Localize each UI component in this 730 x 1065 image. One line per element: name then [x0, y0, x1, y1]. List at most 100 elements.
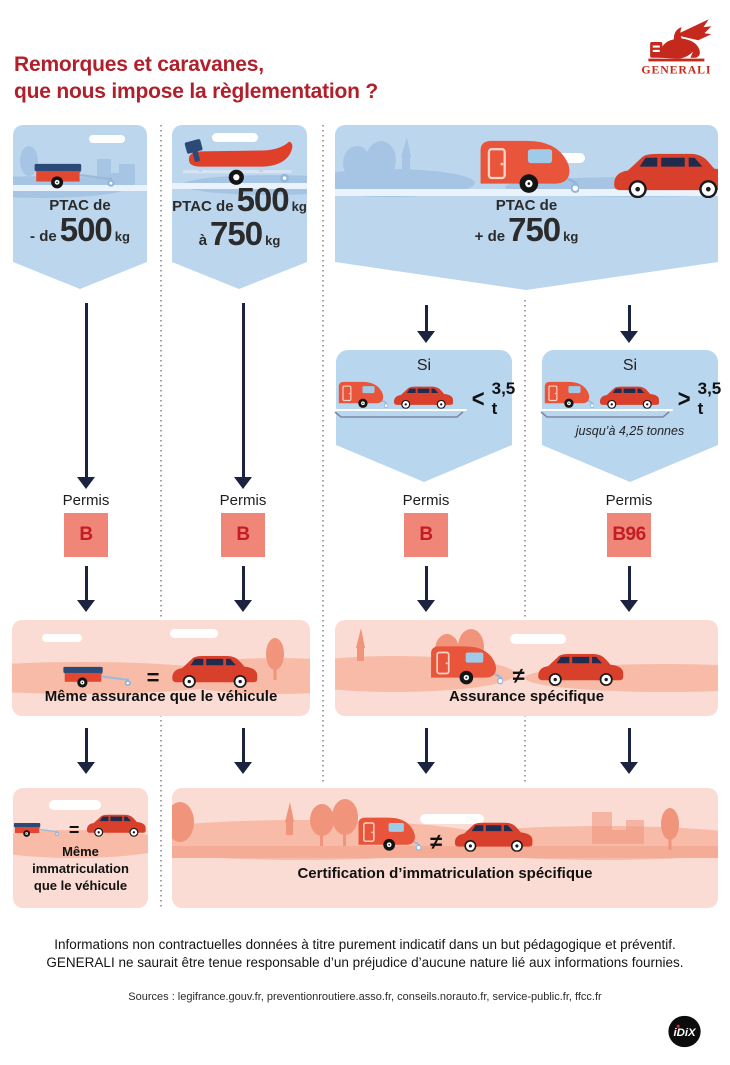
insurance-same-box: = Même assurance que le véhicule [12, 620, 310, 716]
caravan-icon [355, 814, 421, 852]
car-icon [451, 818, 535, 852]
banner-point [172, 262, 307, 289]
condition-point [336, 445, 512, 482]
caption-prefix: - de [30, 228, 57, 246]
car-icon [84, 810, 148, 838]
registration-specific-box: ≠ Certification d’immatriculation spécif… [172, 788, 718, 908]
caption-weight: 500 [59, 211, 113, 249]
generali-lion-icon: GENERALI [641, 19, 712, 77]
permit-label: Permis [402, 492, 450, 509]
down-arrow-icon [417, 305, 435, 343]
down-arrow-icon [417, 566, 435, 612]
dotted-separator-2 [322, 125, 324, 785]
not-equal-icon: ≠ [512, 663, 525, 689]
equals-icon: = [146, 665, 160, 691]
generali-logo: GENERALI [630, 12, 714, 91]
generali-wordmark: GENERALI [641, 63, 711, 77]
idix-badge-icon: iDiX [668, 1015, 701, 1048]
car-icon [168, 651, 260, 688]
down-arrow-icon [234, 728, 252, 774]
weight-threshold: 3,5 t [697, 379, 722, 418]
insurance-same-label: Même assurance que le véhicule [44, 688, 278, 705]
condition-title: Si [416, 357, 432, 374]
brace-icon [540, 411, 670, 418]
down-arrow-icon [620, 728, 638, 774]
caption-ptac-label: PTAC de [495, 196, 558, 214]
permit-block-2: Permis B [201, 492, 285, 557]
condition-under-3-5t: Si < 3,5 t [330, 350, 515, 482]
insurance-specific-box: ≠ Assurance spécifique [335, 620, 718, 716]
insurance-specific-label: Assurance spécifique [448, 688, 605, 705]
less-than-icon: < [471, 384, 485, 413]
condition-note: jusqu’à 4,25 tonnes [575, 424, 685, 438]
caption-weight: 750 [210, 215, 263, 253]
car-icon [391, 383, 455, 409]
banner-point [335, 262, 718, 290]
caption-ptac-label: PTAC de [172, 197, 234, 215]
registration-same-box: = Même immatriculation que le véhicule [13, 788, 148, 908]
permit-code-badge: B96 [607, 513, 651, 557]
car-icon [608, 147, 718, 198]
caption-weight: 750 [508, 211, 561, 249]
registration-specific-label: Certification d’immatriculation spécifiq… [297, 865, 593, 882]
caravan-car-combo [330, 379, 467, 415]
page-title-line1: Remorques et caravanes, [14, 53, 264, 76]
caption-unit: kg [291, 198, 307, 214]
caravan-notequal-car: ≠ [335, 642, 718, 689]
caption-ptac-label: PTAC de [49, 196, 111, 214]
permit-code-badge: B [404, 513, 448, 557]
equals-icon: = [68, 819, 80, 840]
disclaimer-line2: GENERALI ne saurait être tenue responsab… [46, 954, 684, 970]
caravan-icon [336, 379, 388, 409]
sources-text: Sources : legifrance.gouv.fr, prevention… [128, 991, 602, 1003]
down-arrow-icon [77, 728, 95, 774]
permit-label: Permis [219, 492, 267, 509]
down-arrow-icon [620, 566, 638, 612]
brace-icon [334, 411, 464, 418]
banner-point [13, 262, 147, 289]
permit-label: Permis [605, 492, 653, 509]
permit-code-badge: B [64, 513, 108, 557]
down-arrow-icon [77, 566, 95, 612]
condition-over-3-5t: Si > 3,5 t jusqu’à 4,25 tonnes [536, 350, 721, 482]
caption-weight: 500 [236, 180, 290, 218]
caravan-icon [542, 379, 594, 409]
not-equal-icon: ≠ [429, 829, 443, 855]
dotted-separator-3 [524, 300, 526, 785]
disclaimer-line1: Informations non contractuelles données … [54, 937, 676, 952]
caravan-icon [427, 642, 503, 686]
idix-logo: iDiX [666, 1013, 704, 1055]
down-arrow-icon [234, 303, 252, 489]
caption-unit: kg [265, 233, 281, 249]
caravan-notequal-car: ≠ [172, 814, 718, 855]
permit-code-badge: B [221, 513, 265, 557]
caption-unit: kg [563, 229, 579, 245]
trailer-equals-car: = [12, 651, 310, 691]
svg-text:iDiX: iDiX [673, 1027, 697, 1039]
permit-label: Permis [62, 492, 110, 509]
caravan-car-combo [536, 379, 673, 415]
condition-point [542, 445, 718, 482]
trailer-icon [62, 662, 138, 688]
disclaimer-text: Informations non contractuelles données … [0, 936, 730, 972]
down-arrow-icon [620, 305, 638, 343]
trailer-icon [33, 158, 123, 189]
down-arrow-icon [234, 566, 252, 612]
car-icon [597, 383, 661, 409]
car-icon [534, 649, 626, 686]
greater-than-icon: > [677, 384, 691, 413]
condition-title: Si [622, 357, 638, 374]
landscape-blue-scene-2 [172, 133, 307, 195]
permit-block-4: Permis B96 [587, 492, 671, 557]
weight-threshold: 3,5 t [491, 379, 516, 418]
caption-prefix: + de [474, 228, 506, 246]
registration-same-label: Même immatriculation que le véhicule [32, 844, 129, 894]
page-title-line2: que nous impose la règlementation ? [14, 79, 379, 103]
trailer-equals-car: = [13, 810, 148, 840]
